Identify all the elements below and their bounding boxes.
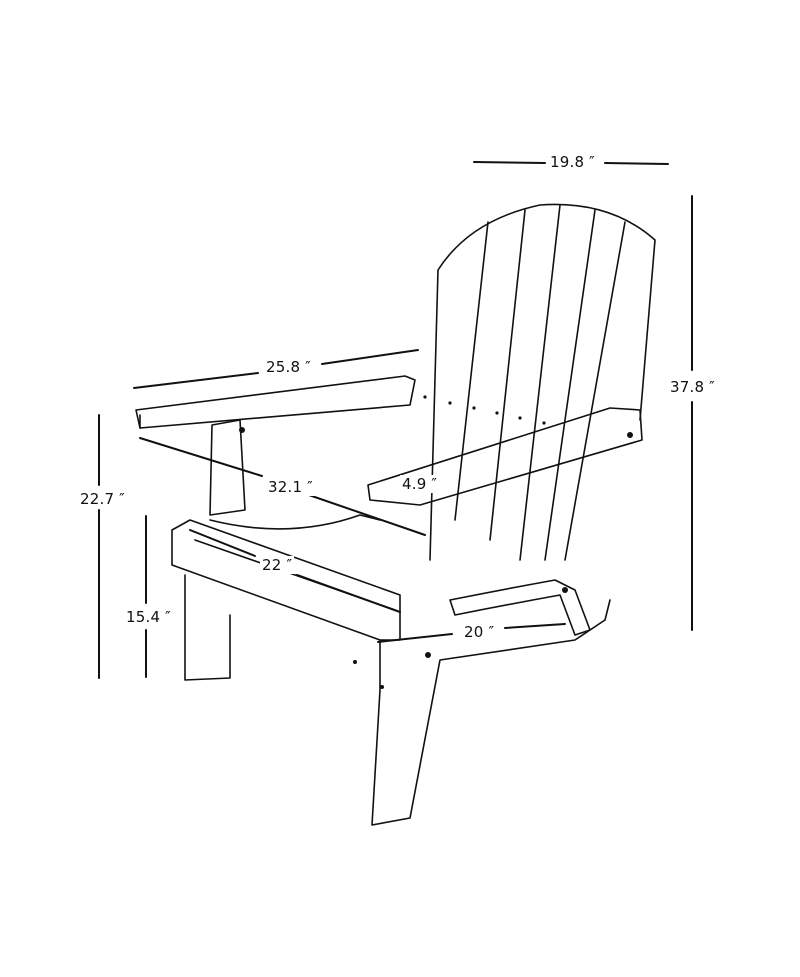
dim-arm-height: 22.7 ″	[78, 490, 127, 508]
front-apron	[171, 519, 401, 641]
dim-seat-height: 15.4 ″	[124, 608, 173, 626]
dim-total-depth: 32.1 ″	[266, 478, 315, 496]
dim-top-width: 19.8 ″	[548, 153, 597, 171]
dim-arm-width: 4.9 ″	[400, 475, 440, 493]
left-arm	[135, 375, 416, 429]
right-arm	[367, 407, 643, 506]
dim-seat-depth: 22 ″	[260, 556, 295, 574]
dim-arm-length: 25.8 ″	[264, 358, 313, 376]
front-leg	[371, 599, 611, 826]
dim-total-height: 37.8 ″	[668, 378, 717, 396]
dim-seat-width: 20 ″	[462, 623, 497, 641]
dimension-lines	[98, 161, 693, 679]
chair-back	[429, 203, 656, 561]
